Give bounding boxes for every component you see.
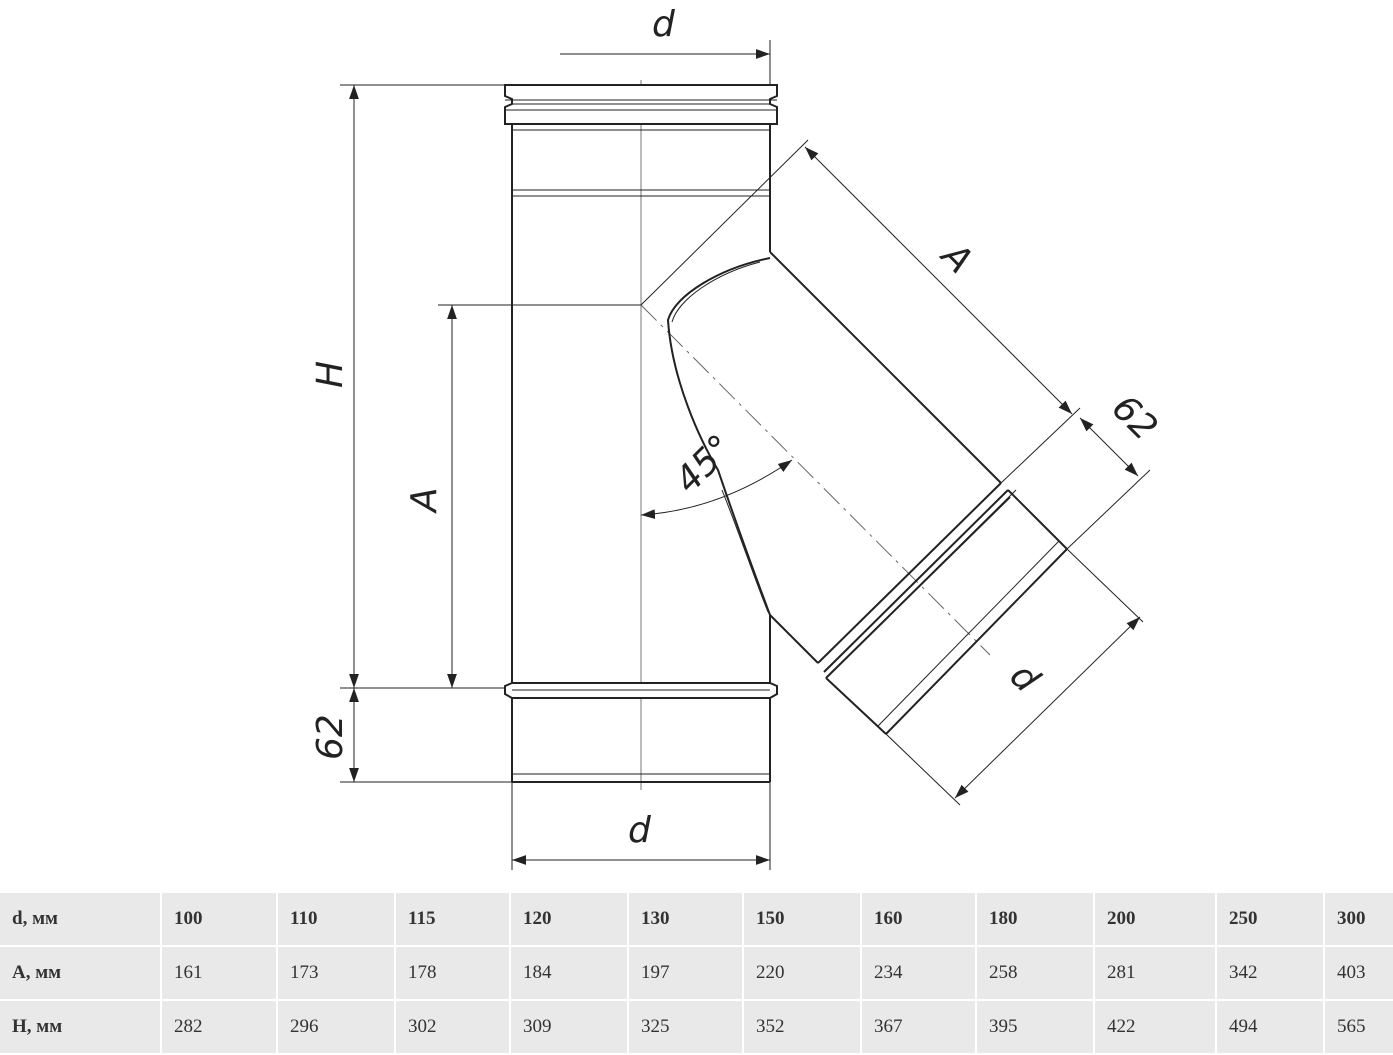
main-pipe: [504, 84, 778, 783]
table-cell: 234: [862, 947, 977, 1001]
table-cell: 200: [1095, 893, 1217, 947]
table-cell: 120: [511, 893, 629, 947]
a-vertical-label: A: [404, 487, 445, 514]
table-cell: 300: [1325, 893, 1393, 947]
table-cell: 494: [1217, 1001, 1325, 1055]
table-cell: 160: [862, 893, 977, 947]
table-cell: 180: [977, 893, 1095, 947]
table-cell: 250: [1217, 893, 1325, 947]
table-cell: 395: [977, 1001, 1095, 1055]
branch-pipe: [769, 251, 1068, 735]
table-cell: 258: [977, 947, 1095, 1001]
dimensions-table: d, мм 100 110 115 120 130 150 160 180 20…: [0, 893, 1393, 1055]
table-cell: 130: [629, 893, 744, 947]
a-branch-label: A: [932, 234, 980, 282]
h-label: H: [310, 361, 351, 388]
table-cell: 150: [744, 893, 862, 947]
table-cell: 197: [629, 947, 744, 1001]
table-cell: 178: [396, 947, 511, 1001]
tee-45-drawing: d H A 62 d A 62 d 45°: [310, 4, 1165, 870]
d-top-label: d: [652, 4, 676, 45]
table-cell: 565: [1325, 1001, 1393, 1055]
table-row-h: H, мм 282 296 302 309 325 352 367 395 42…: [0, 1001, 1393, 1055]
table-cell: 161: [162, 947, 278, 1001]
table-cell: 367: [862, 1001, 977, 1055]
table-cell: 296: [278, 1001, 396, 1055]
table-cell: 281: [1095, 947, 1217, 1001]
table-cell: 302: [396, 1001, 511, 1055]
table-cell: 173: [278, 947, 396, 1001]
d-bottom-label: d: [628, 810, 652, 851]
table-cell: 184: [511, 947, 629, 1001]
table-cell: 422: [1095, 1001, 1217, 1055]
table-cell: 115: [396, 893, 511, 947]
intersection-curve: [666, 257, 771, 616]
row-label: H, мм: [0, 1001, 162, 1055]
socket-62-branch-label: 62: [1104, 387, 1165, 448]
branch-axis: [640, 304, 991, 656]
table-row-d: d, мм 100 110 115 120 130 150 160 180 20…: [0, 893, 1393, 947]
table-cell: 342: [1217, 947, 1325, 1001]
socket-62-left-label: 62: [310, 714, 351, 760]
table-cell: 282: [162, 1001, 278, 1055]
table-cell: 100: [162, 893, 278, 947]
d-branch-label: d: [1002, 655, 1048, 701]
table-row-a: A, мм 161 173 178 184 197 220 234 258 28…: [0, 947, 1393, 1001]
table-cell: 325: [629, 1001, 744, 1055]
table-cell: 110: [278, 893, 396, 947]
table-cell: 403: [1325, 947, 1393, 1001]
table-cell: 309: [511, 1001, 629, 1055]
dimension-lines: [340, 40, 1151, 870]
table-cell: 220: [744, 947, 862, 1001]
row-label: d, мм: [0, 893, 162, 947]
angle-45-label: 45°: [667, 427, 741, 501]
row-label: A, мм: [0, 947, 162, 1001]
table-cell: 352: [744, 1001, 862, 1055]
